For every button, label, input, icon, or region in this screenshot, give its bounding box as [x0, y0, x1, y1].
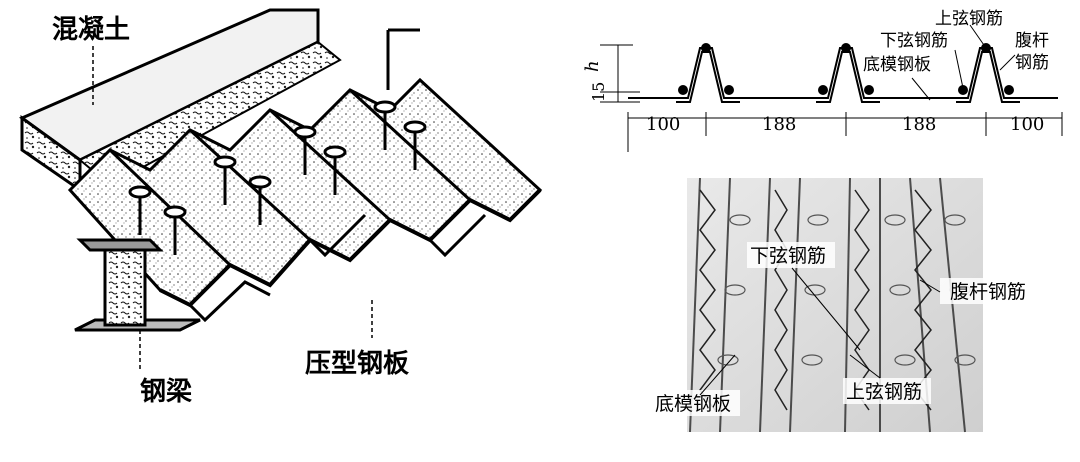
dim-188-b: 188 [902, 114, 936, 135]
dim-h: h [582, 60, 603, 72]
truss-deck-photo: 下弦钢筋 腹杆钢筋 底模钢板 上弦钢筋 [652, 177, 1058, 433]
top-right-post [386, 28, 420, 90]
photo-bottom-plate-label: 底模钢板 [655, 393, 731, 415]
dim-188-a: 188 [762, 114, 796, 135]
photo-top-chord-label: 上弦钢筋 [846, 381, 922, 403]
web-bar-label-2: 钢筋 [1015, 53, 1049, 73]
web-bar-label-1: 腹杆 [1015, 31, 1049, 51]
profiled-steel-deck [67, 77, 543, 323]
profiled-steel-label: 压型钢板 [305, 349, 409, 379]
dim-100-right: 100 [1010, 114, 1044, 135]
photo-bottom-chord-label: 下弦钢筋 [750, 245, 826, 267]
left-isometric-drawing: 混凝土 钢梁 压型钢板 [18, 8, 543, 407]
bottom-chord-label: 下弦钢筋 [880, 31, 948, 51]
concrete-label: 混凝土 [52, 15, 130, 45]
steel-beam-label: 钢梁 [140, 377, 192, 407]
dim-15: 15 [589, 82, 608, 102]
top-chord-label: 上弦钢筋 [935, 9, 1003, 29]
bottom-plate-label: 底模钢板 [863, 55, 931, 75]
rebar-dots [678, 43, 1014, 95]
dim-100-left: 100 [646, 114, 680, 135]
truss-deck-section: h 15 100 188 188 100 上弦钢筋 下弦钢筋 腹杆 钢筋 [582, 9, 1063, 152]
shear-studs [128, 100, 427, 255]
photo-web-bar-label: 腹杆钢筋 [950, 281, 1026, 303]
steel-beam [74, 238, 201, 332]
